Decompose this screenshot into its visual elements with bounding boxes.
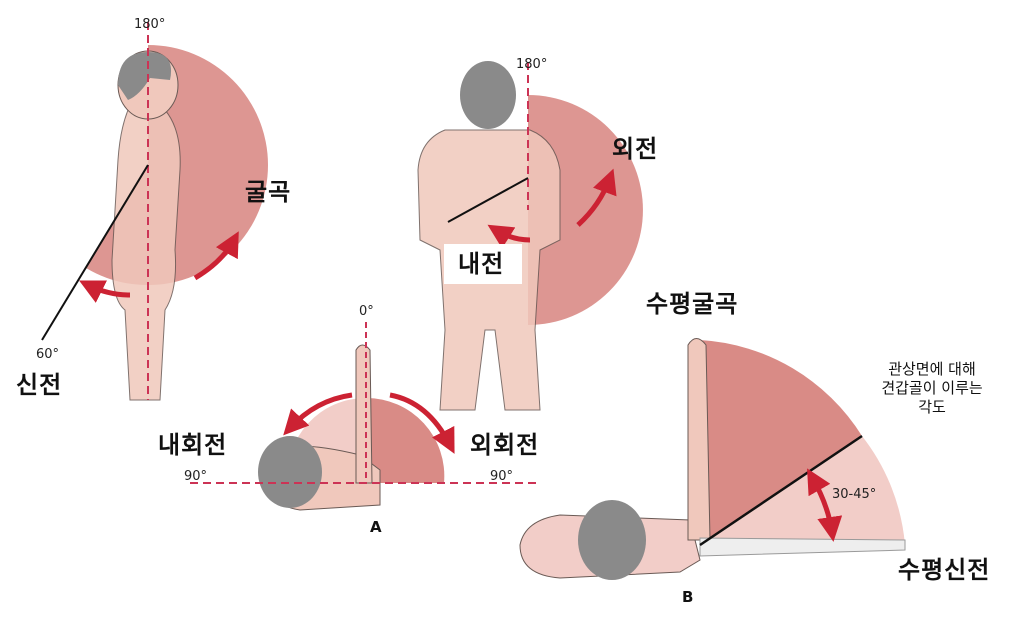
scapular-range-arrow xyxy=(807,468,843,542)
horizontal-extension-wedge xyxy=(700,436,905,545)
external-rotation-wedge xyxy=(366,397,445,483)
external-rotation-arrow xyxy=(389,392,455,454)
external-rotation-label: 외회전 xyxy=(470,431,540,459)
adduction-label: 내전 xyxy=(458,250,505,278)
rotation-right-90-label: 90° xyxy=(490,469,514,484)
rotation-head xyxy=(258,436,322,508)
scapular-plane-line xyxy=(699,434,863,547)
rotation-forearm xyxy=(355,344,373,484)
side-60-degree-label: 60° xyxy=(36,347,60,362)
extension-line xyxy=(41,164,149,341)
rotation-left-90-label: 90° xyxy=(184,469,208,484)
horizontal-flexion-wedge xyxy=(700,340,862,545)
panel-a-label: A xyxy=(370,518,382,536)
adduction-arrow xyxy=(487,224,531,249)
side-body xyxy=(111,109,181,401)
back-head xyxy=(460,61,516,129)
adduction-line xyxy=(447,177,529,223)
flexion-arrow xyxy=(193,231,239,281)
abduction-wedge xyxy=(528,95,643,325)
back-view-figure xyxy=(417,61,643,411)
panel-b-label: B xyxy=(682,588,694,606)
supine-figure xyxy=(519,338,906,580)
rotation-figure xyxy=(190,322,540,511)
supine-head xyxy=(578,500,646,580)
side-180-degree-label: 180° xyxy=(134,17,166,32)
horizontal-flexion-label: 수평굴곡 xyxy=(646,290,739,318)
internal-rotation-label: 내회전 xyxy=(158,431,228,459)
abduction-arrow xyxy=(576,168,617,227)
extension-label: 신전 xyxy=(16,371,63,399)
adduction-label-bg xyxy=(444,244,522,284)
supine-raised-arm xyxy=(687,338,711,541)
rotation-0-degree-label: 0° xyxy=(359,304,374,319)
supine-flat-arm xyxy=(699,537,906,557)
internal-rotation-arrow xyxy=(283,392,353,436)
back-180-degree-label: 180° xyxy=(516,57,548,72)
horizontal-extension-label: 수평신전 xyxy=(898,556,991,584)
scapular-range-label: 30-45° xyxy=(832,487,877,502)
side-view-figure xyxy=(41,22,268,401)
side-hair xyxy=(118,52,172,100)
abduction-label: 외전 xyxy=(612,135,659,163)
extension-arrow xyxy=(79,280,131,303)
flexion-label: 굴곡 xyxy=(245,178,292,206)
scapular-angle-note: 관상면에 대해 견갑골이 이루는 각도 xyxy=(881,360,983,416)
